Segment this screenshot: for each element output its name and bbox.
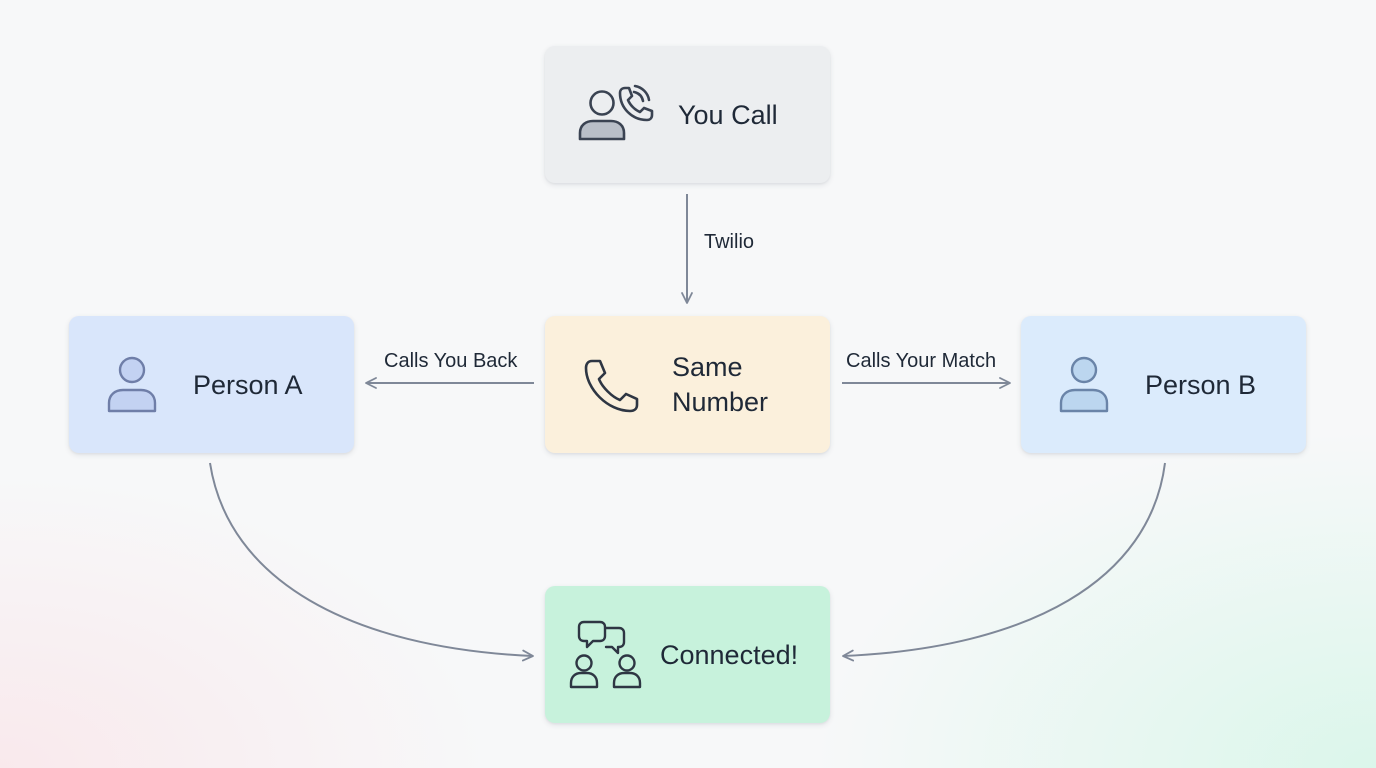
phone-icon: [583, 356, 643, 421]
edge-label-calls-your-match: Calls Your Match: [846, 350, 997, 372]
user-icon: [106, 356, 160, 419]
edge-person-b-to-connected: [842, 462, 1166, 662]
node-label: Person A: [193, 370, 303, 400]
node-you-call: You Call: [545, 46, 830, 183]
chat-users-icon: [569, 620, 645, 695]
edge-label-twilio: Twilio: [704, 231, 755, 253]
edge-person-a-to-connected: [209, 462, 534, 662]
node-connected: Connected!: [545, 586, 830, 723]
node-label: Connected!: [660, 640, 799, 670]
node-person-a: Person A: [69, 316, 354, 453]
edge-label-calls-you-back: Calls You Back: [384, 350, 518, 372]
node-label: Person B: [1145, 370, 1257, 400]
node-person-b: Person B: [1021, 316, 1306, 453]
user-phone-icon: [578, 82, 654, 149]
user-icon: [1058, 356, 1112, 419]
node-label: You Call: [678, 100, 778, 130]
